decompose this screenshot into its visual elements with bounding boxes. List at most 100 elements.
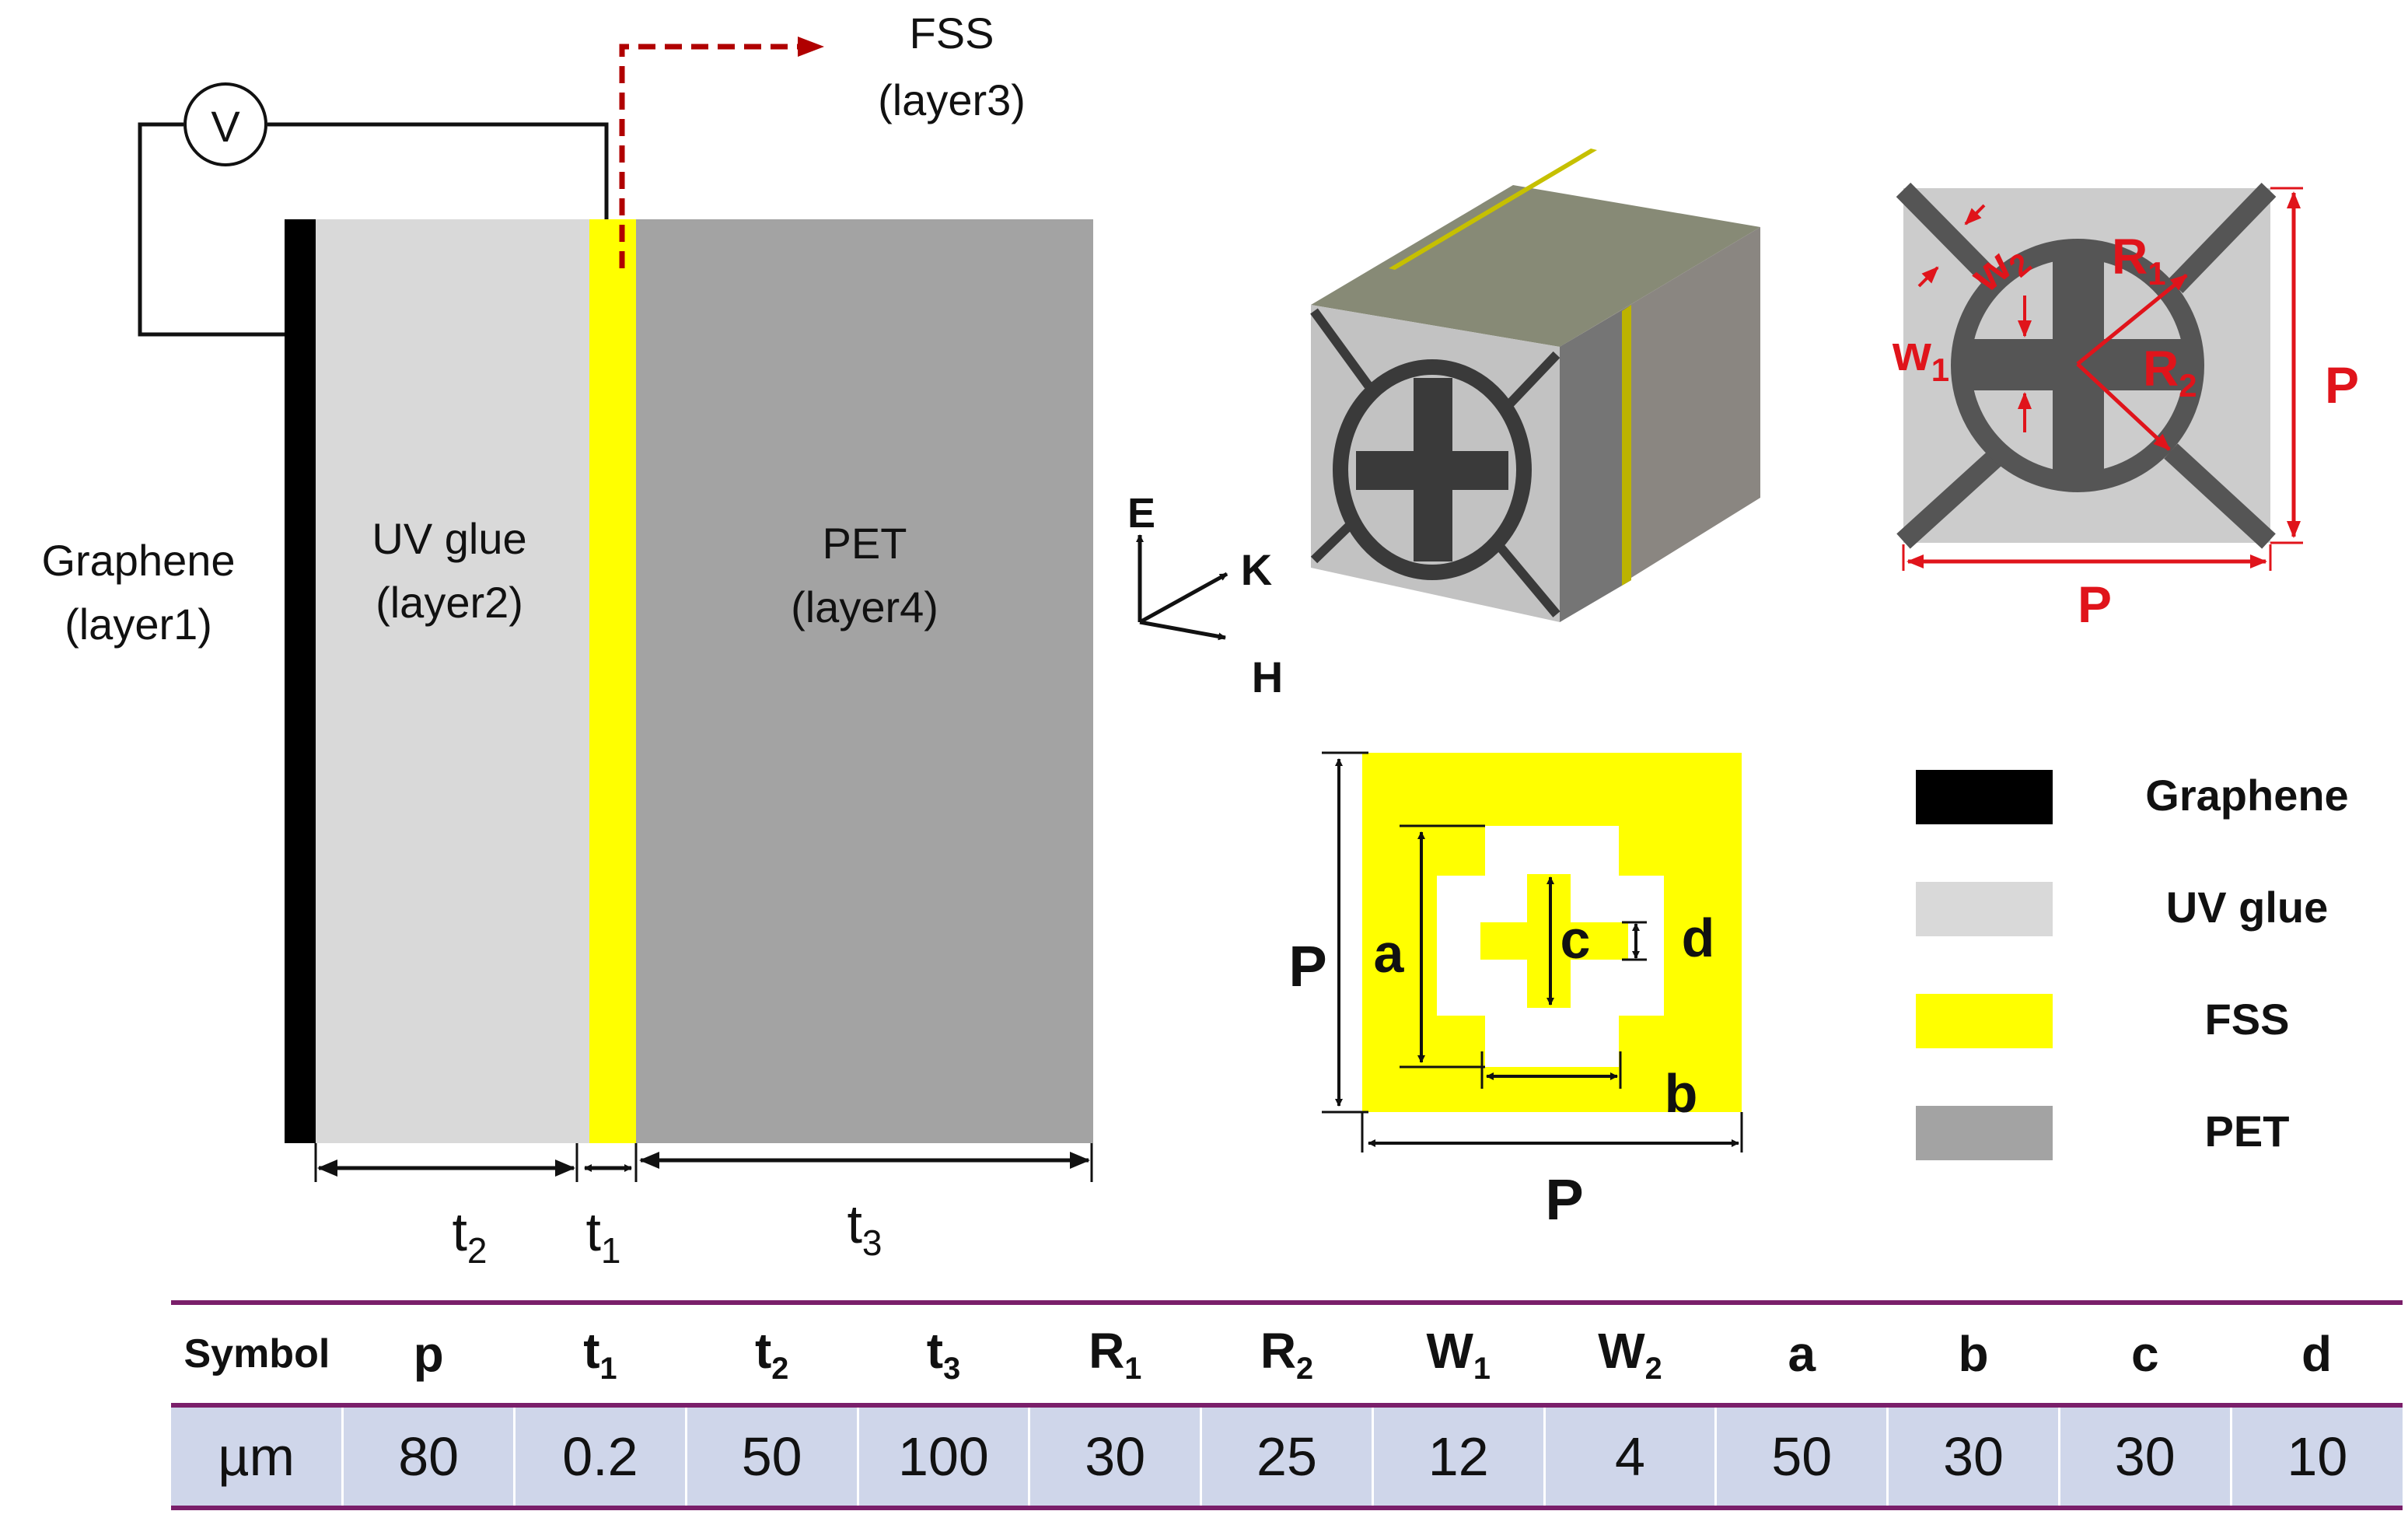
graphene-label-line2: (layer1) — [65, 600, 212, 649]
dim-t3-label: t3 — [847, 1194, 882, 1263]
cross-section: V Graphene (layer1) UV glue (layer2) PET… — [41, 9, 1093, 1271]
symbol-subscript: 2 — [771, 1351, 789, 1386]
legend-label: PET — [2205, 1107, 2290, 1156]
r2-label: R2 — [2143, 341, 2197, 404]
table-value-cell: 100 — [856, 1405, 1029, 1510]
table-value-cell: 0.2 — [513, 1405, 687, 1510]
symbol-text: a — [1788, 1326, 1816, 1382]
legend-swatch — [1916, 1106, 2053, 1160]
graphene-layer — [285, 219, 316, 1143]
symbol-text: p — [413, 1326, 444, 1382]
cube-fss-edge — [1622, 305, 1631, 586]
p-right-label: P — [2325, 356, 2359, 414]
table-value-cell: 50 — [1714, 1405, 1888, 1510]
c-label: c — [1560, 909, 1591, 970]
fss-label-line2: (layer3) — [878, 75, 1026, 124]
table-value-cell: 30 — [1028, 1405, 1201, 1510]
symbol-subscript: 1 — [1124, 1351, 1142, 1386]
w1-label: w1 — [1892, 325, 1949, 388]
table-header-cell: t3 — [858, 1300, 1029, 1408]
table-header-cell: t2 — [686, 1300, 858, 1408]
unit-cell-3d — [1310, 149, 1760, 622]
w2-arrow-top — [1964, 204, 1986, 226]
r1-label: R1 — [2112, 229, 2166, 292]
uv-glue-layer — [316, 219, 589, 1143]
symbol-subscript: 2 — [1644, 1351, 1662, 1386]
symbol-text: b — [1958, 1326, 1989, 1382]
dim-t2-label: t2 — [452, 1201, 487, 1271]
symbol-text: W — [1598, 1322, 1645, 1379]
k-axis-arrow — [1138, 572, 1228, 624]
cube-top-fss-stripe — [1389, 149, 1597, 270]
table-header-cell: R1 — [1029, 1300, 1201, 1408]
table-unit-cell: µm — [171, 1405, 343, 1510]
legend-label: FSS — [2205, 995, 2290, 1044]
graphene-label-line1: Graphene — [41, 536, 235, 585]
legend-label: UV glue — [2166, 883, 2328, 932]
symbol-text: R — [1260, 1322, 1297, 1379]
table-header-cell: c — [2059, 1300, 2232, 1408]
table-header-symbol: Symbol — [171, 1300, 343, 1408]
symbol-text: R — [1089, 1322, 1125, 1379]
uv-label-line2: (layer2) — [376, 578, 523, 627]
voltmeter-icon — [183, 82, 267, 166]
table-value-cell: 10 — [2229, 1405, 2403, 1510]
voltmeter-symbol: V — [211, 102, 240, 151]
cube-middle-face — [1560, 305, 1631, 622]
symbol-subscript: 2 — [1296, 1351, 1314, 1386]
symbol-text: t — [926, 1322, 944, 1379]
table-value-cell: 12 — [1371, 1405, 1545, 1510]
unit-cell-bottom: P P a b c d — [1288, 751, 1743, 1232]
pet-label-line2: (layer4) — [791, 582, 938, 631]
r2-arrow — [2076, 362, 2171, 451]
legend-swatch — [1916, 882, 2053, 936]
fss-pointer-arrow — [619, 37, 824, 268]
fss-label-line1: FSS — [910, 9, 994, 58]
pet-layer — [636, 219, 1093, 1143]
circuit-wire — [138, 122, 285, 337]
e-axis-label: E — [1127, 490, 1155, 537]
figure: V Graphene (layer1) UV glue (layer2) PET… — [41, 9, 2359, 1271]
p-left-label: P — [1288, 934, 1326, 999]
table-header-cell: W1 — [1372, 1300, 1545, 1408]
table-value-cell: 30 — [1886, 1405, 2060, 1510]
h-axis-arrow — [1139, 620, 1226, 641]
table-header-cell: W2 — [1544, 1300, 1716, 1408]
r1-arrow — [2076, 274, 2188, 366]
b-label: b — [1665, 1063, 1698, 1124]
d-label: d — [1682, 908, 1715, 968]
symbol-text: d — [2301, 1326, 2333, 1382]
fss-layer — [589, 219, 636, 1143]
legend-label: Graphene — [2145, 771, 2348, 820]
uv-label-line1: UV glue — [372, 514, 526, 563]
a-label: a — [1374, 923, 1405, 984]
table-header-cell: b — [1887, 1300, 2060, 1408]
dim-t1-label: t1 — [585, 1201, 620, 1271]
inner-yellow-cross — [1480, 874, 1628, 1008]
table-value-cell: 30 — [2057, 1405, 2232, 1510]
symbol-subscript: 1 — [599, 1351, 617, 1386]
table-header-cell: d — [2231, 1300, 2403, 1408]
symbol-subscript: 1 — [1473, 1351, 1491, 1386]
w2-arrow-bottom — [1917, 266, 1939, 288]
p-bottom-label: P — [2078, 575, 2112, 633]
symbol-text: t — [583, 1322, 600, 1379]
legend-swatch — [1916, 770, 2053, 824]
p-bottom-label-yellow: P — [1545, 1167, 1583, 1232]
table-value-cell: 25 — [1200, 1405, 1373, 1510]
h-axis-label: H — [1252, 652, 1283, 701]
symbol-text: t — [754, 1322, 772, 1379]
table-value-cell: 50 — [684, 1405, 858, 1510]
k-axis-label: K — [1241, 545, 1272, 594]
table-value-cell: 80 — [341, 1405, 515, 1510]
symbol-subscript: 3 — [943, 1351, 961, 1386]
table-header-cell: R2 — [1201, 1300, 1373, 1408]
symbol-text: W — [1426, 1322, 1473, 1379]
symbol-text: c — [2131, 1326, 2159, 1382]
table-value-cell: 4 — [1543, 1405, 1716, 1510]
table-header-cell: a — [1715, 1300, 1888, 1408]
